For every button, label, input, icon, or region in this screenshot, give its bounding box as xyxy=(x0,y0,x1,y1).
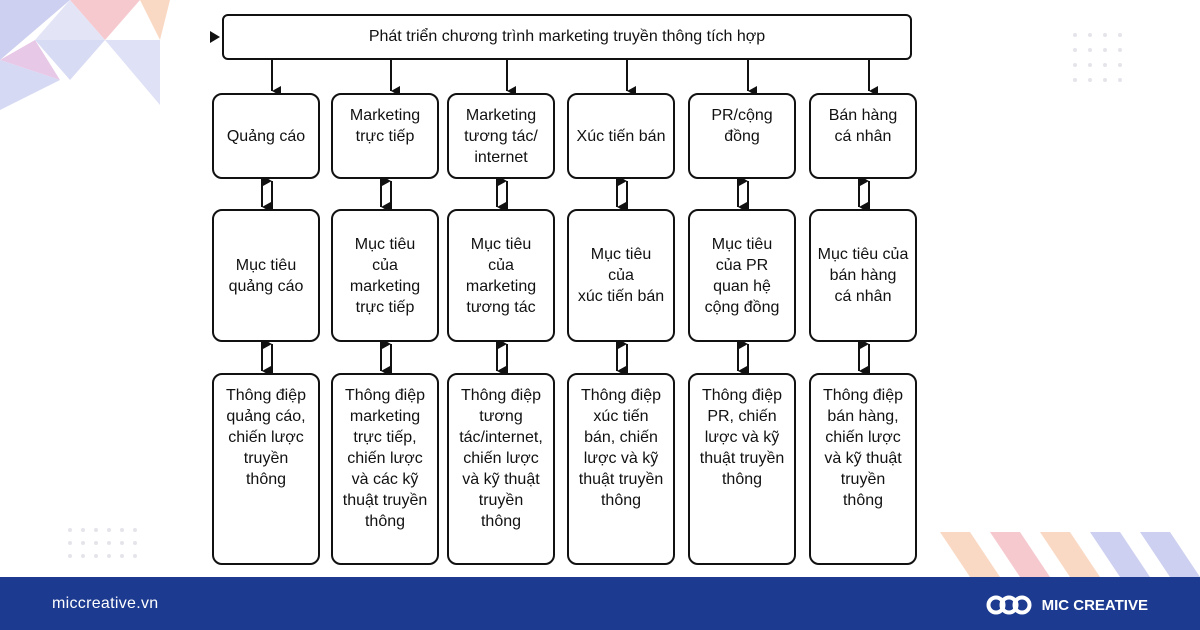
message-box-4: Thông điệp xúc tiến bán, chiến lược và k… xyxy=(567,373,675,565)
brand-logo: MIC CREATIVE xyxy=(986,592,1148,618)
diagram-connectors xyxy=(210,31,878,376)
message-box-3: Thông điệp tương tác/internet, chiến lượ… xyxy=(447,373,555,565)
objective-box-1: Mục tiêu quảng cáo xyxy=(212,209,320,342)
message-box-5: Thông điệp PR, chiến lược và kỹ thuật tr… xyxy=(688,373,796,565)
channel-box-label: PR/cộng đồng xyxy=(711,107,773,145)
objective-box-6: Mục tiêu của bán hàng cá nhân xyxy=(809,209,917,342)
message-box-label: Thông điệp quảng cáo, chiến lược truyền … xyxy=(225,387,307,488)
diagram-title: Phát triển chương trình marketing truyền… xyxy=(368,28,766,45)
channel-box-5: PR/cộng đồng xyxy=(688,93,796,179)
message-box-1: Thông điệp quảng cáo, chiến lược truyền … xyxy=(212,373,320,565)
objective-box-label: Mục tiêu của bán hàng cá nhân xyxy=(817,246,909,305)
objective-box-4: Mục tiêu của xúc tiến bán xyxy=(567,209,675,342)
message-box-label: Thông điệp marketing trực tiếp, chiến lư… xyxy=(342,387,428,530)
brand-name: MIC CREATIVE xyxy=(1041,596,1148,614)
channel-box-label: Marketing trực tiếp xyxy=(349,107,421,145)
channel-box-label: Quảng cáo xyxy=(226,127,306,145)
objective-box-label: Mục tiêu quảng cáo xyxy=(228,256,304,295)
message-box-2: Thông điệp marketing trực tiếp, chiến lư… xyxy=(331,373,439,565)
objective-box-label: Mục tiêu của marketing tương tác xyxy=(465,235,537,316)
objective-box-label: Mục tiêu của xúc tiến bán xyxy=(577,246,665,305)
channel-box-6: Bán hàng cá nhân xyxy=(809,93,917,179)
message-box-label: Thông điệp tương tác/internet, chiến lượ… xyxy=(459,387,543,530)
channel-box-3: Marketing tương tác/ internet xyxy=(447,93,555,179)
dot-grid-decoration-right xyxy=(1073,33,1122,82)
objective-box-label: Mục tiêu của marketing trực tiếp xyxy=(349,235,421,316)
mic-creative-logo-icon xyxy=(986,595,1032,615)
channel-box-label: Marketing tương tác/ internet xyxy=(464,107,538,166)
objective-box-3: Mục tiêu của marketing tương tác xyxy=(447,209,555,342)
channel-box-label: Bán hàng cá nhân xyxy=(828,107,898,145)
channel-box-4: Xúc tiến bán xyxy=(567,93,675,179)
objective-box-5: Mục tiêu của PR quan hệ cộng đồng xyxy=(688,209,796,342)
message-box-6: Thông điệp bán hàng, chiến lược và kỹ th… xyxy=(809,373,917,565)
message-box-label: Thông điệp bán hàng, chiến lược và kỹ th… xyxy=(822,387,904,509)
message-box-label: Thông điệp xúc tiến bán, chiến lược và k… xyxy=(578,387,664,509)
site-url-link[interactable]: miccreative.vn xyxy=(52,595,159,612)
message-box-label: Thông điệp PR, chiến lược và kỹ thuật tr… xyxy=(699,387,785,488)
channel-box-2: Marketing trực tiếp xyxy=(331,93,439,179)
dot-grid-decoration-left xyxy=(68,528,137,558)
objective-box-label: Mục tiêu của PR quan hệ cộng đồng xyxy=(704,235,780,316)
footer-bar: miccreative.vn MIC CREATIVE xyxy=(0,577,1200,630)
corner-decoration-top-left xyxy=(0,0,170,110)
objective-box-2: Mục tiêu của marketing trực tiếp xyxy=(331,209,439,342)
channel-box-1: Quảng cáo xyxy=(212,93,320,179)
stripe-decoration-bottom-right xyxy=(940,532,1200,577)
diagram-title-box: Phát triển chương trình marketing truyền… xyxy=(222,14,912,60)
channel-box-label: Xúc tiến bán xyxy=(576,127,666,145)
